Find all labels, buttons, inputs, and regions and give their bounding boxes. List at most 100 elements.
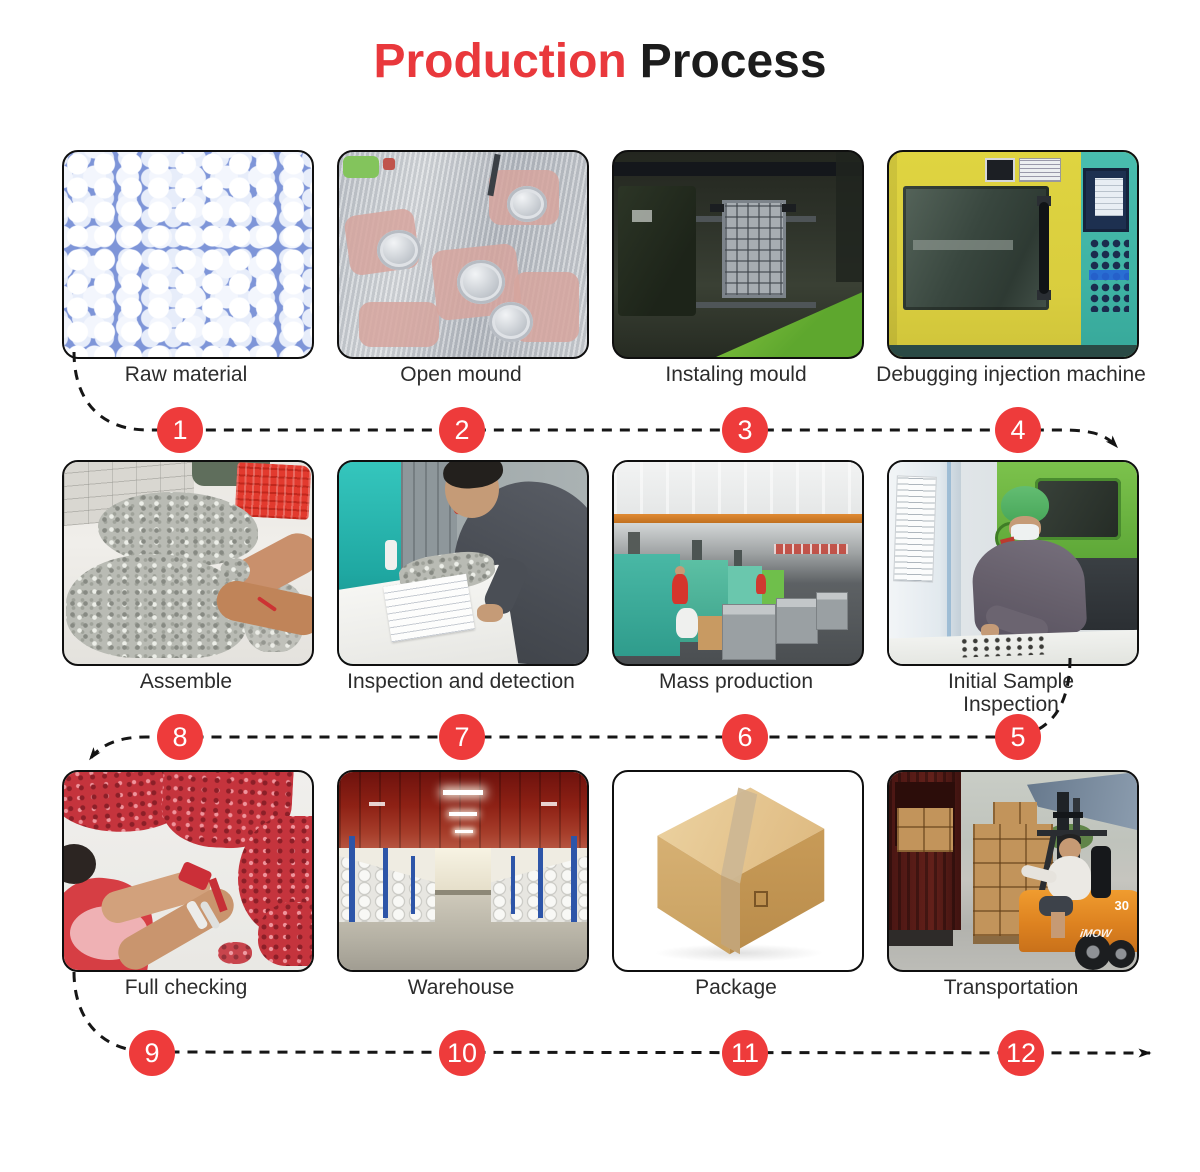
window-inner-beam [913,240,1013,250]
page-title-production: Production [373,35,627,88]
metal-bin-1 [722,604,776,660]
driver-shorts [1039,896,1073,916]
step-label-inspection: Inspection and detection [347,670,575,693]
step-label-raw-material: Raw material [124,363,248,386]
photo-installing-mould [612,150,864,359]
front-wheel [1075,934,1111,970]
mould-block-grid [722,200,786,298]
spray-bottle [385,540,397,570]
screen-display [1095,178,1123,216]
clamp-unit-dark [618,186,696,316]
worker-hand [477,604,503,622]
step-number-4: 4 [995,407,1041,453]
mould-clamp [710,204,724,212]
step-number-12: 12 [998,1030,1044,1076]
step-number-6: 6 [722,714,768,760]
blue-column [511,856,515,914]
rear-wheel [1107,940,1135,968]
blue-column [349,836,355,922]
machine-base-strip [889,345,1137,357]
machine-label-plate [632,210,652,222]
step-label-package: Package [695,976,777,999]
driver-leg [1051,912,1065,938]
tie-bar [696,302,816,308]
machine-pillar [836,152,862,282]
aisle-back-wall [435,848,491,894]
box-on-top [993,802,1037,826]
step-number-8: 8 [157,714,203,760]
red-ceiling [339,772,587,848]
handle-mount [1037,196,1051,206]
connector-row3 [72,971,1152,1058]
orange-crane-beam [614,514,862,523]
step-label-full-checking: Full checking [124,976,248,999]
photo-open-mold-plate [337,150,589,359]
step-number-10: 10 [439,1030,485,1076]
background-machine-green [343,156,379,178]
cardboard-box-art [654,784,826,956]
photo-package-box [612,770,864,972]
door-handle [1039,202,1049,294]
hopper [692,540,702,560]
worker-head [675,566,685,576]
photo-inspection-detection [337,460,589,666]
mold-insert-disc [489,302,533,342]
white-bag [676,608,698,638]
warning-sticker [985,158,1015,182]
photo-initial-sample-inspection [887,460,1139,666]
face-mask [1011,524,1039,540]
photo-warehouse [337,770,589,972]
photo-transportation-forklift: 30 iMOW [887,770,1139,972]
step-label-mass-production: Mass production [658,670,814,693]
step-number-7: 7 [439,714,485,760]
step-label-debugging: Debugging injection machine [876,363,1146,386]
spec-sticker [1019,158,1061,182]
handle-mount [1037,290,1051,300]
red-part-loose [218,942,252,964]
parts-pile-back [98,492,258,566]
forklift-model-text: 30 [1114,898,1129,913]
cardboard-box [698,616,724,650]
ceiling-light [541,802,557,806]
mold-pink-patch [359,302,439,347]
part-in-hand [220,558,250,584]
photo-full-checking [62,770,314,972]
step-number-9: 9 [129,1030,175,1076]
ceiling-light [455,830,473,833]
mould-clamp [782,204,796,212]
overhead-guard [1037,830,1107,836]
photo-mass-production [612,460,864,666]
photo-assemble-grey-parts [62,460,314,666]
machine-top-rail [614,162,862,176]
machine-window [1035,478,1121,540]
step-label-assemble: Assemble [139,670,233,693]
worker-red-shirt-2 [756,574,766,594]
keypad-blue-row [1089,270,1129,280]
step-number-3: 3 [722,407,768,453]
connector-row1 [72,351,1119,449]
pallet [973,936,1057,944]
parts-pile-front [66,554,246,658]
mast-crossbar [1053,812,1083,818]
step-label-initial-sample: Initial Sample Inspection [871,670,1151,716]
step-number-5: 5 [995,714,1041,760]
mold-insert-disc [457,260,505,304]
step-number-11: 11 [722,1030,768,1076]
initial-sample-text: Initial Sample Inspection [947,670,1075,717]
ceiling-light [369,802,385,806]
blue-column [383,848,388,918]
photo-debugging-machine [887,150,1139,359]
step-label-transportation: Transportation [943,976,1079,999]
forklift-seat [1091,846,1111,898]
blue-column [538,848,543,918]
hopper [734,550,742,566]
driver-head [1059,838,1081,860]
boxes-in-container [897,808,953,852]
mold-insert-disc [377,230,421,270]
truck-bed [889,930,953,946]
blue-panel-line [947,462,951,664]
step-number-1: 1 [157,407,203,453]
ceiling-beams [614,462,862,518]
